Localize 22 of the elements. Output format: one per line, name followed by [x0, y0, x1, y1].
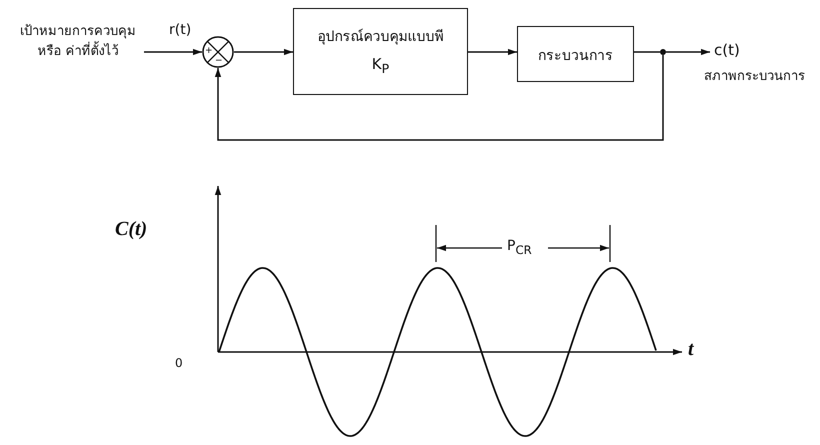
arrow	[234, 48, 293, 56]
block-box	[517, 26, 634, 82]
origin-label: 0	[175, 356, 183, 370]
arrow	[144, 48, 202, 56]
arrow	[214, 55, 664, 141]
summing-junction	[202, 36, 234, 68]
gain-symbol: K$_{P}$	[370, 55, 390, 76]
edge-label: r(t)	[169, 22, 192, 38]
plus-sign: +	[205, 47, 213, 56]
block-title: กระบวนการ	[537, 47, 614, 66]
arrow	[468, 48, 517, 56]
setpoint-text: เป้าหมายการควบคุม หรือ ค่าที่ตั้งไว้	[19, 23, 137, 61]
minus-sign: −	[215, 57, 223, 66]
output-signal: c(t)	[714, 41, 740, 59]
junction-dot	[660, 49, 666, 55]
arrow	[666, 48, 710, 56]
period-label: P$_{CR}$	[507, 238, 532, 257]
axis-title: C(t)	[115, 218, 148, 241]
output-caption: สภาพกระบวนการ	[704, 68, 805, 86]
axis-title: t	[688, 338, 694, 361]
block-title: อุปกรณ์ควบคุมแบบพี	[316, 28, 444, 47]
block-box	[293, 8, 468, 95]
